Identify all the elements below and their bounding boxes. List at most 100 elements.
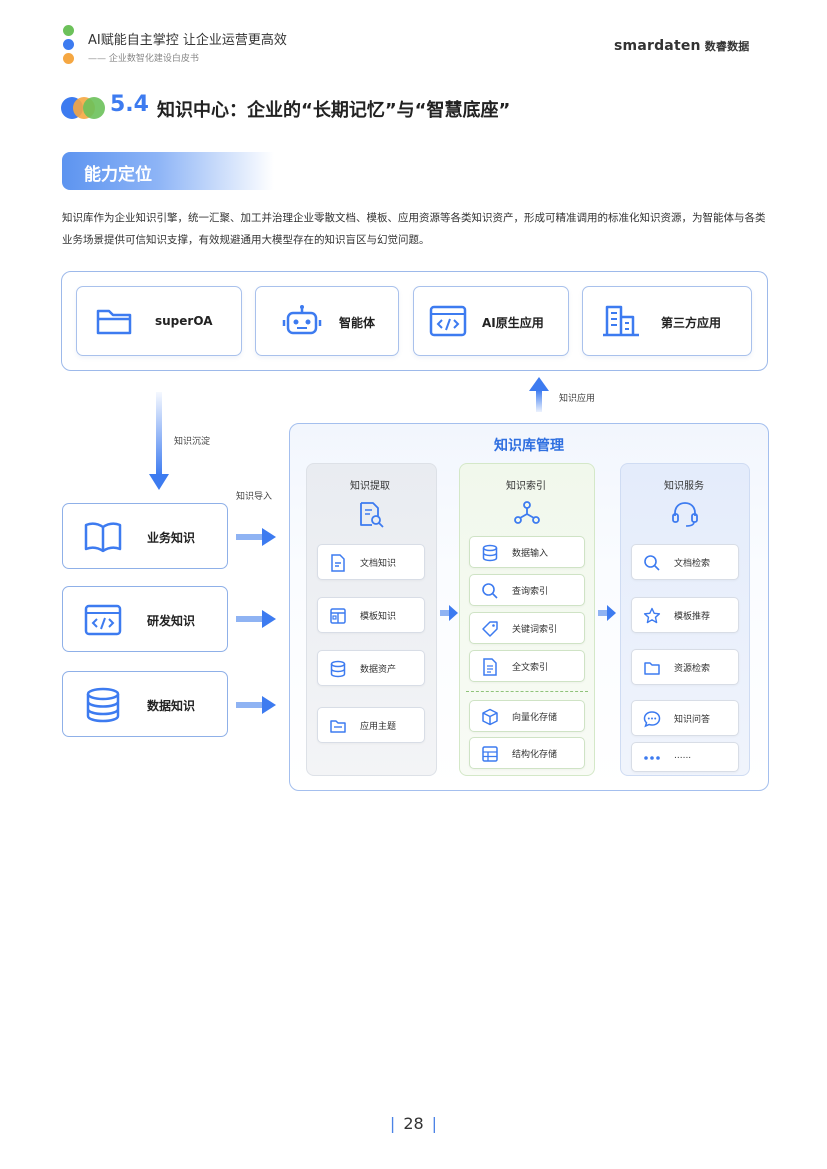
list-item-keyword-index: 关键词索引: [469, 612, 585, 644]
page-number-value: 28: [403, 1114, 424, 1133]
item-label: 文档检索: [674, 559, 711, 569]
tag-icon: [482, 621, 498, 637]
more-dots-icon: [644, 756, 660, 760]
capability-label: 能力定位: [84, 165, 152, 185]
source-label: 业务知识: [147, 531, 196, 545]
item-label: 数据资产: [360, 665, 397, 675]
database-icon: [330, 660, 346, 678]
app-label: 智能体: [339, 316, 376, 330]
headset-icon: [672, 502, 698, 527]
list-item-query-index: 查询索引: [469, 574, 585, 606]
list-item-data-assets: 数据资产: [317, 650, 425, 686]
list-item-more: ......: [631, 742, 739, 772]
app-label: AI原生应用: [482, 316, 544, 330]
code-window-icon: [84, 604, 122, 636]
table-icon: [482, 746, 498, 762]
item-label: 知识问答: [674, 715, 711, 725]
item-label: 全文索引: [512, 663, 549, 673]
source-data-knowledge: 数据知识: [62, 671, 228, 737]
source-label: 数据知识: [147, 699, 196, 713]
database-icon: [86, 687, 120, 723]
list-item-vector-storage: 向量化存储: [469, 700, 585, 732]
app-tile-agent: 智能体: [255, 286, 399, 356]
app-label: 第三方应用: [661, 316, 722, 330]
list-item-fulltext-index: 全文索引: [469, 650, 585, 682]
list-item-template-knowledge: 模板知识: [317, 597, 425, 633]
section-title: 知识中心：企业的“长期记忆”与“智慧底座”: [157, 100, 511, 121]
chat-icon: [643, 711, 661, 728]
list-item-app-theme: 应用主题: [317, 707, 425, 743]
list-item-doc-retrieval: 文档检索: [631, 544, 739, 580]
orange-dot: [63, 53, 74, 64]
header-subtitle: —— 企业数智化建设白皮书: [88, 54, 199, 64]
item-label: 应用主题: [360, 722, 397, 732]
capability-tab: [62, 152, 274, 190]
building-icon: [603, 305, 639, 337]
document-icon: [331, 554, 345, 572]
item-label: 结构化存储: [512, 750, 558, 760]
app-tile-ai-native: AI原生应用: [413, 286, 569, 356]
column-title: 知识服务: [664, 481, 704, 492]
item-label: 资源检索: [674, 664, 711, 674]
document-icon: [483, 658, 497, 676]
app-tile-superoa: superOA: [76, 286, 242, 356]
cube-icon: [482, 708, 498, 726]
import-arrow-1: [236, 528, 276, 546]
knowledge-apply-arrow: [529, 377, 549, 412]
flow-up-label: 知识应用: [559, 394, 596, 404]
source-label: 研发知识: [147, 614, 196, 628]
kb-title: 知识库管理: [494, 438, 564, 454]
section-number: 5.4: [110, 92, 149, 117]
list-item-template-recommend: 模板推荐: [631, 597, 739, 633]
search-icon: [644, 555, 660, 571]
flow-down-label: 知识沉淀: [174, 437, 211, 447]
source-business-knowledge: 业务知识: [62, 503, 228, 569]
item-label: ......: [674, 751, 692, 761]
network-icon: [514, 501, 540, 524]
list-item-knowledge-qa: 知识问答: [631, 700, 739, 736]
item-label: 查询索引: [512, 587, 549, 597]
column-title: 知识提取: [350, 481, 390, 492]
folder-icon: [330, 720, 346, 733]
flow-arrow-extract-to-index: [440, 605, 458, 621]
green-dot: [63, 25, 74, 36]
column-title: 知识索引: [506, 481, 546, 492]
robot-icon: [282, 305, 322, 335]
list-item-data-input: 数据输入: [469, 536, 585, 568]
database-icon: [482, 544, 498, 562]
list-item-structured-storage: 结构化存储: [469, 737, 585, 769]
flow-in-label: 知识导入: [236, 492, 273, 502]
app-tile-third-party: 第三方应用: [582, 286, 752, 356]
flow-arrow-index-to-service: [598, 605, 616, 621]
item-label: 向量化存储: [512, 713, 558, 723]
item-label: 文档知识: [360, 559, 397, 569]
star-icon: [643, 607, 661, 624]
page-number: | 28 |: [0, 1114, 827, 1133]
storage-divider: [466, 691, 588, 692]
doc-search-icon: [360, 502, 384, 528]
item-label: 模板知识: [360, 612, 397, 622]
section-icon: [61, 97, 105, 119]
header-title: AI赋能自主掌控 让企业运营更高效: [88, 33, 287, 48]
page-bar-left: |: [389, 1114, 396, 1133]
knowledge-sediment-arrow: [149, 392, 169, 490]
brand-name-cn: 数睿数据: [704, 40, 750, 53]
item-label: 数据输入: [512, 549, 549, 559]
page-bar-right: |: [431, 1114, 438, 1133]
list-item-doc-knowledge: 文档知识: [317, 544, 425, 580]
blue-dot: [63, 39, 74, 50]
intro-paragraph: 知识库作为企业知识引擎，统一汇聚、加工并治理企业零散文档、模板、应用资源等各类知…: [62, 212, 766, 246]
list-item-resource-retrieval: 资源检索: [631, 649, 739, 685]
folder-icon: [96, 309, 132, 335]
book-icon: [84, 522, 122, 553]
import-arrow-3: [236, 696, 276, 714]
item-label: 模板推荐: [674, 612, 711, 622]
search-icon: [482, 583, 498, 599]
source-rd-knowledge: 研发知识: [62, 586, 228, 652]
code-window-icon: [429, 305, 467, 337]
template-icon: [330, 608, 346, 624]
import-arrow-2: [236, 610, 276, 628]
item-label: 关键词索引: [512, 625, 558, 635]
app-label: superOA: [155, 314, 213, 328]
